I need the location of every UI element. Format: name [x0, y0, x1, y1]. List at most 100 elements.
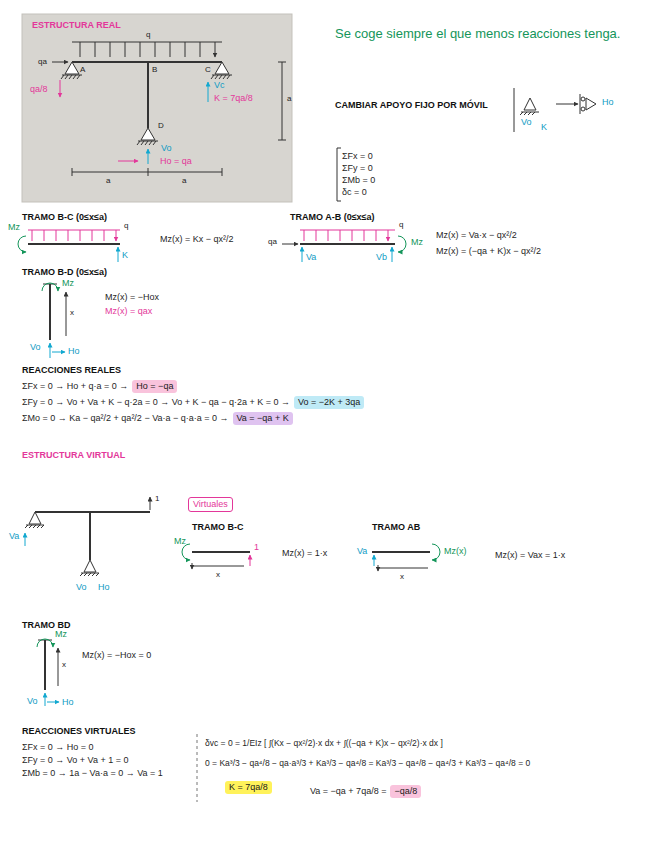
segment-bc-sketch: [18, 230, 120, 262]
segment-bd-sketch: [52, 352, 65, 353]
segment-bd-sketch: [49, 284, 51, 340]
virtual-structure: [29, 512, 41, 524]
diagram-label: 1: [155, 494, 159, 504]
virtual-bc-sketch: [250, 555, 251, 566]
highlight-text: Ho = −qa: [136, 381, 173, 392]
reaction-arrows: [148, 149, 149, 164]
section-heading: TRAMO B-C: [192, 522, 244, 533]
tag-box: Virtuales: [188, 497, 233, 512]
equation-bracket: [337, 148, 341, 201]
highlight-text: Virtuales: [193, 499, 228, 510]
virtual-structure: [25, 525, 44, 528]
segment-bc-sketch: [32, 230, 116, 241]
segment-bc-sketch: [118, 247, 119, 262]
highlight-text: Vo = −2K + 3qa: [298, 397, 360, 408]
reaction-label: Vo: [76, 582, 87, 593]
highlight-text: K = 7qa/8: [229, 782, 268, 793]
support-change-icon: [580, 94, 581, 114]
equation-text: ΣFy = 0: [342, 163, 373, 174]
diagram-label: a: [182, 176, 186, 186]
section-heading: TRAMO B-C (0≤x≤a): [22, 212, 107, 223]
reaction-label: Ho: [602, 97, 614, 108]
moment-label: Mz: [411, 237, 423, 248]
equation-text: ΣMo = 0 → Ka − qa²/2 + qa²/2 − Va·a − q·…: [22, 413, 229, 424]
reaction-label: Vo: [161, 143, 172, 154]
real-structure: [211, 75, 232, 79]
virtual-ab-sketch: [432, 544, 440, 560]
virtual-structure: [89, 512, 91, 560]
reaction-label: K: [541, 122, 547, 133]
diagram-label: qa: [38, 57, 47, 67]
virtual-bc-sketch: [182, 544, 250, 569]
virtual-ab-sketch: [372, 544, 440, 571]
result-annotation: K = 7qa/8: [214, 93, 253, 104]
section-heading: TRAMO A-B (0≤x≤a): [290, 212, 375, 223]
diagram-label: x: [62, 660, 66, 670]
real-structure: [137, 141, 158, 145]
equation-text: Mz(x) = −Hox = 0: [82, 650, 151, 661]
result-annotation: Mz(x) = qax: [105, 306, 152, 317]
equation-text: δc = 0: [342, 187, 367, 198]
virtual-ab-sketch: [374, 555, 375, 566]
virtual-ab-sketch: [372, 551, 430, 553]
virtual-structure: [80, 573, 99, 576]
diagram-label: x: [216, 570, 220, 580]
moment-label: Mz: [55, 629, 67, 640]
support-change-icon: [586, 98, 596, 110]
equation-text: ΣFy = 0 → Vo + Va + 1 = 0: [22, 755, 128, 766]
diagram-label: A: [80, 65, 85, 75]
virtual-structure: [25, 533, 26, 546]
moment-label: Mz(x): [444, 546, 467, 557]
segment-bc-sketch: [28, 230, 120, 231]
segment-ab-sketch: [302, 247, 303, 262]
reaction-label: Vo: [521, 117, 532, 128]
reaction-arrows: [208, 82, 209, 102]
support-change-icon: [581, 97, 585, 101]
equation-text: ΣMb = 0: [342, 175, 375, 186]
virtual-bc-sketch: [192, 563, 244, 569]
moment-label: Mz: [8, 222, 20, 233]
segment-ab-sketch: [398, 236, 406, 252]
photo-background: [22, 14, 292, 202]
support-change-icon: [514, 88, 515, 132]
highlight-box: K = 7qa/8: [225, 781, 272, 794]
equation-text: Mz(x) = (−qa + K)x − qx²/2: [436, 246, 541, 257]
moment-label: Mz: [174, 536, 186, 547]
segment-bd-sketch: [42, 283, 58, 291]
reaction-label: Vc: [214, 80, 225, 91]
virtual-structure: [150, 497, 151, 510]
support-change-icon: [556, 104, 578, 105]
virtual-bd-sketch: [47, 702, 59, 703]
equation-text: Va = −qa + 7qa/8 =: [310, 786, 386, 797]
diagram-label: a: [106, 176, 110, 186]
virtual-structure: [35, 511, 150, 513]
column-separator: [197, 734, 198, 802]
diagram-label: B: [152, 65, 157, 75]
virtual-bd-sketch: [44, 640, 46, 690]
virtual-ab-sketch: [378, 565, 428, 571]
reaction-label: Va: [357, 546, 367, 557]
real-structure: [215, 62, 229, 74]
section-heading: TRAMO B-D (0≤x≤a): [22, 267, 107, 278]
diagram-label: q: [124, 221, 128, 231]
real-structure: [80, 42, 215, 57]
reaction-label: Vo: [27, 696, 38, 707]
virtual-bd-sketch: [58, 648, 59, 686]
segment-ab-sketch: [300, 243, 395, 245]
equation-text: ΣFx = 0 → Ho + q·a = 0 →: [22, 381, 128, 392]
highlight-box: Va = −qa + K: [233, 412, 293, 425]
result-annotation: 1: [254, 542, 259, 553]
virtual-bd-sketch: [37, 639, 53, 647]
segment-bc-sketch: [28, 243, 120, 245]
equation-text: ΣMb = 0 → 1a − Va·a = 0 → Va = 1: [22, 768, 163, 779]
result-annotation: Ho = qa: [160, 156, 192, 167]
support-change-icon: [524, 98, 536, 110]
equation-text: ΣFx = 0 → Ho = 0: [22, 742, 94, 753]
result-annotation: qa/8: [30, 84, 48, 95]
virtual-structure: [84, 560, 96, 572]
support-change-icon: [581, 107, 585, 111]
virtual-structure: [25, 497, 150, 576]
diagram-label: q: [399, 220, 403, 230]
